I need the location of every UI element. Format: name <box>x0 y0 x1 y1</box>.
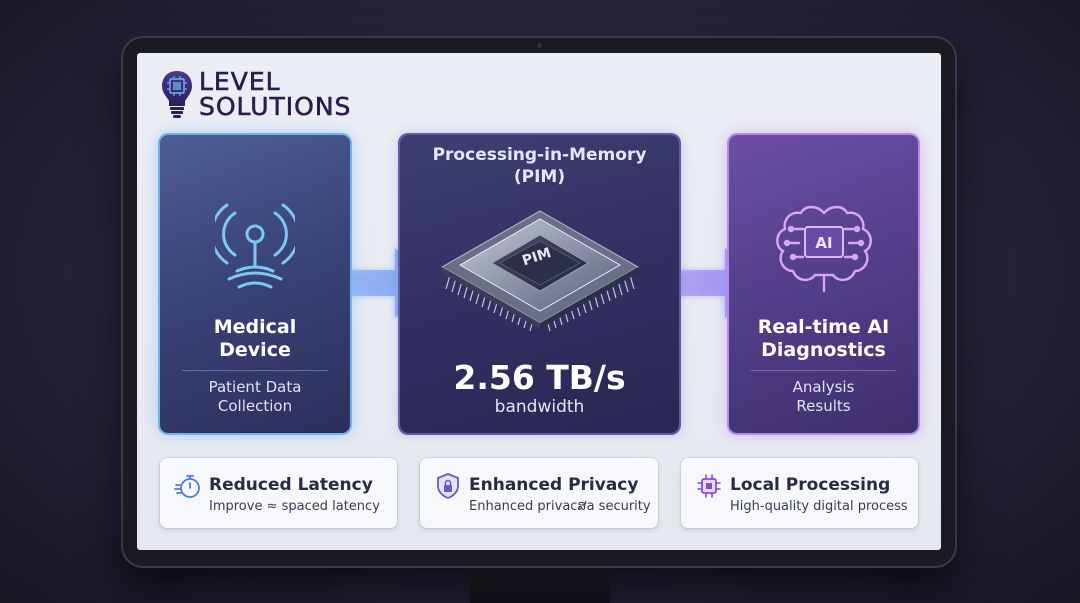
feature-card-privacy: Enhanced Privacy Enhanced privacສa secur… <box>420 458 658 528</box>
medical-title-line2: Device <box>219 339 291 361</box>
brand-line2: SOLUTIONS <box>199 92 352 121</box>
medical-device-panel: Medical Device Patient Data Collection <box>160 135 350 433</box>
wireless-signal-icon <box>215 203 295 289</box>
ai-icon-label: AI <box>815 234 832 252</box>
feature-title: Reduced Latency <box>209 475 373 495</box>
feature-card-latency: Reduced Latency Improve ≈ spaced latency <box>160 458 397 528</box>
ai-diagnostics-subtitle: Analysis Results <box>729 378 918 416</box>
ai-title-line1: Real-time AI <box>757 316 890 338</box>
feature-description: Enhanced privacສa security <box>469 499 651 514</box>
pim-title: Processing-in-Memory (PIM) <box>400 144 679 188</box>
feature-card-local-processing: Local Processing High-quality digital pr… <box>681 458 918 528</box>
cpu-icon <box>697 474 721 498</box>
lightbulb-chip-icon <box>162 71 192 118</box>
ai-diagnostics-title: Real-time AI Diagnostics <box>729 316 918 362</box>
stopwatch-icon <box>174 475 200 498</box>
ai-brain-icon: AI <box>776 205 872 293</box>
feature-title: Local Processing <box>730 475 891 495</box>
ai-sub-line1: Analysis <box>792 378 855 396</box>
pim-chip-icon: PIM <box>440 210 640 332</box>
ai-diagnostics-panel: AI Real-time AI Diagnostics Analysis Res… <box>729 135 918 433</box>
monitor: LEVEL SOLUTIONS <box>121 36 957 568</box>
medical-title-line1: Medical <box>213 316 297 338</box>
feature-title: Enhanced Privacy <box>469 475 639 495</box>
pim-title-line1: Processing-in-Memory <box>432 145 647 165</box>
bandwidth-label: bandwidth <box>494 397 585 417</box>
divider <box>182 370 328 371</box>
screen: LEVEL SOLUTIONS <box>137 53 941 550</box>
ai-title-line2: Diagnostics <box>761 339 886 361</box>
monitor-stand <box>470 566 610 603</box>
feature-description: Improve ≈ spaced latency <box>209 499 380 514</box>
webcam <box>537 43 542 48</box>
pim-panel: Processing-in-Memory (PIM) <box>400 135 679 433</box>
brand-name: LEVEL SOLUTIONS <box>199 67 352 121</box>
shield-lock-icon <box>437 473 459 499</box>
divider <box>751 370 896 371</box>
brand-line1: LEVEL <box>199 67 281 96</box>
medical-sub-line1: Patient Data <box>208 378 302 396</box>
medical-sub-line2: Collection <box>217 397 293 415</box>
ai-sub-line2: Results <box>796 397 851 415</box>
feature-description: High-quality digital process <box>730 499 908 514</box>
pim-title-line2: (PIM) <box>513 167 566 187</box>
bandwidth-value: 2.56 TB/s <box>453 358 626 397</box>
medical-device-title: Medical Device <box>160 316 350 362</box>
medical-device-subtitle: Patient Data Collection <box>160 378 350 416</box>
logo: LEVEL SOLUTIONS <box>159 68 351 120</box>
